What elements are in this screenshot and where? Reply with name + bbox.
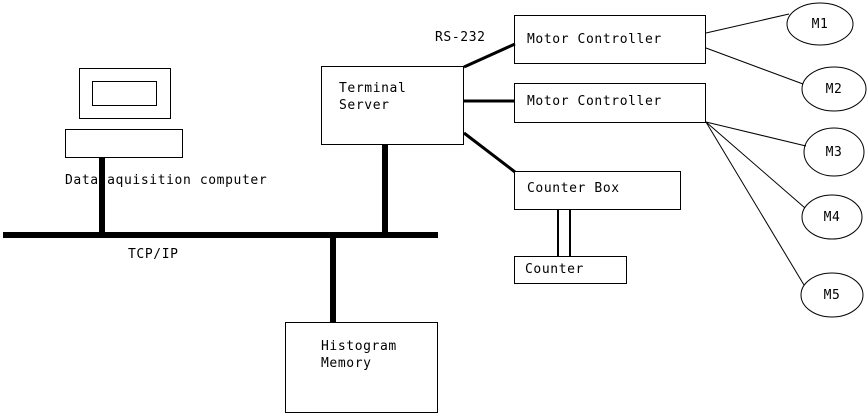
link-terminal-server-to-counter-box: [463, 131, 516, 174]
motor-controller-2-label: Motor Controller: [527, 94, 662, 109]
terminal-server-box[interactable]: [321, 66, 464, 145]
tcpip-link-label: TCP/IP: [128, 247, 179, 262]
link-motor-controller-2-to-m3: [705, 121, 807, 147]
computer-label: Data aquisition computer: [65, 173, 268, 188]
motor-label-m4: M4: [823, 210, 841, 225]
motor-ellipse-m4: [801, 194, 863, 240]
histogram-memory-label-line1: Histogram: [321, 339, 397, 354]
link-terminal-server-to-motor-controller-1: [463, 42, 516, 69]
counter-box-label: Counter Box: [527, 181, 620, 196]
link-motor-controller-2-to-m4: [705, 121, 806, 209]
motor-label-m5: M5: [823, 288, 841, 303]
motor-controller-2-box[interactable]: [514, 83, 706, 123]
link-motor-controller-2-to-m5: [705, 121, 805, 286]
motor-label-m3: M3: [825, 145, 843, 160]
histogram-memory-label-line2: Memory: [321, 356, 372, 371]
tcpip-bus-trunk: [3, 232, 438, 238]
counter-box-box[interactable]: [514, 171, 681, 210]
tcpip-drop-terminal-server: [382, 145, 388, 237]
motor-controller-1-box[interactable]: [514, 15, 706, 64]
computer-screen-icon: [92, 81, 157, 106]
terminal-server-label-line2: Server: [339, 98, 390, 113]
motor-label-m2: M2: [825, 82, 843, 97]
motor-ellipse-m2: [801, 66, 867, 112]
motor-label-m1: M1: [811, 17, 829, 32]
motor-controller-1-label: Motor Controller: [527, 32, 662, 47]
computer-base-icon: [65, 129, 183, 158]
computer-monitor-outline-icon: [79, 68, 171, 119]
terminal-server-label-line1: Terminal: [339, 81, 407, 96]
motor-ellipse-m1: [786, 2, 854, 46]
tcpip-drop-computer: [99, 157, 105, 237]
motor-ellipse-m3: [803, 127, 865, 177]
motor-ellipse-m5: [800, 272, 864, 318]
counter-label: Counter: [525, 262, 584, 277]
rs232-link-label: RS-232: [435, 30, 486, 45]
link-motor-controller-1-to-m1: [705, 13, 790, 34]
tcpip-drop-histogram-memory: [330, 234, 336, 323]
histogram-memory-box[interactable]: [285, 322, 438, 413]
counter-box[interactable]: [514, 256, 627, 284]
link-motor-controller-1-to-m2: [705, 47, 804, 85]
